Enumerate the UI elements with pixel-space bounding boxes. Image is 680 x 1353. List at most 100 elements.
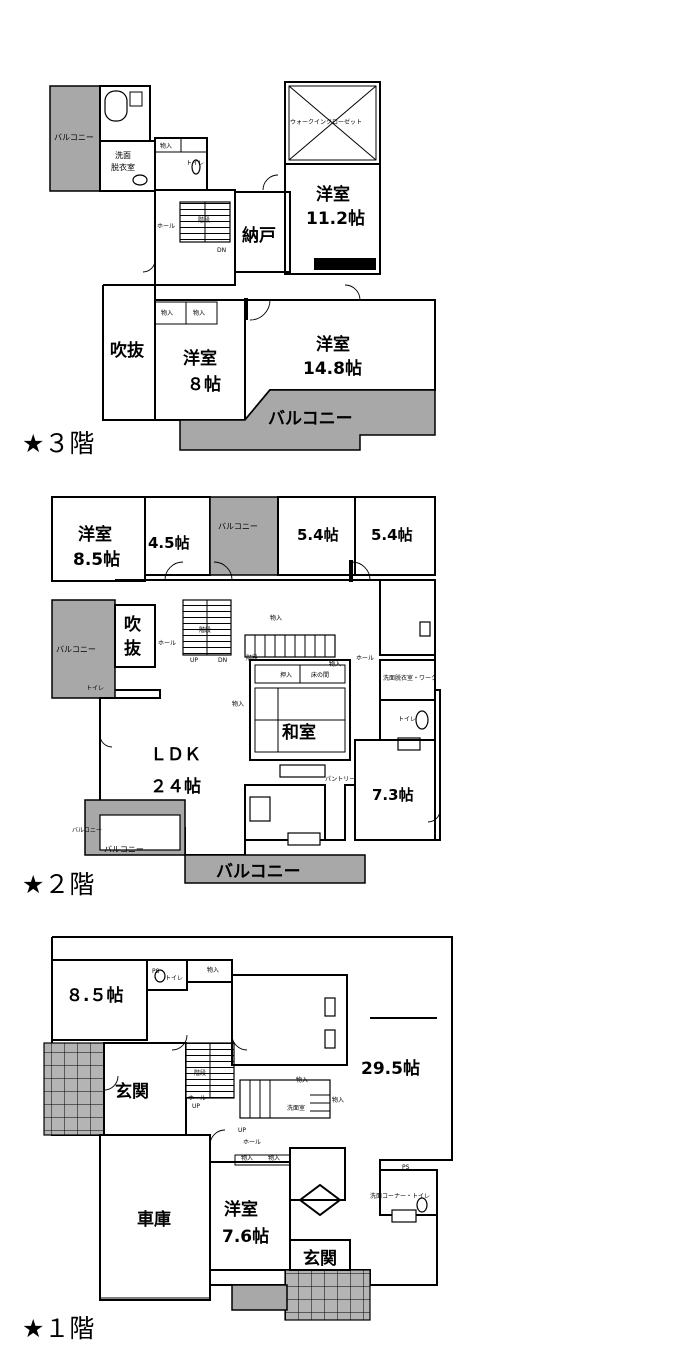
genkan-1f-right-tiles (284, 1269, 371, 1321)
label-1f-washroom: 洗面室 (287, 1104, 305, 1112)
label-1f-storage2: 物入 (296, 1076, 308, 1084)
label-1f-storage4: 物入 (241, 1154, 253, 1162)
label-3f-nando: 納戸 (242, 225, 276, 246)
balcony-3f-left (49, 85, 101, 192)
balcony-2f-left (51, 599, 116, 699)
label-3f-storage-b: 物入 (193, 309, 205, 317)
label-1f-storage3: 物入 (332, 1096, 344, 1104)
label-1f-washroom-toilet: 洗面コーナー・トイレ (370, 1192, 430, 1200)
label-1f-room-85: ８.５帖 (66, 985, 123, 1006)
room-1f-8-5 (51, 959, 148, 1041)
label-3f-balcony-bottom: バルコニー (268, 409, 353, 429)
floor-1 (43, 936, 453, 1321)
label-2f-washroom: 洗面脱衣室・ワーク (383, 674, 437, 682)
floor-2 (51, 496, 441, 884)
label-3f-western-148-b: 14.8帖 (303, 358, 362, 379)
balcony-3f-bottom (179, 389, 436, 451)
label-2f-room-54a: 5.4帖 (297, 526, 339, 544)
label-2f-western-85-a: 洋室 (78, 524, 112, 545)
label-1f-genkan-right: 玄関 (303, 1248, 337, 1269)
room-3f-western-11-2 (284, 163, 381, 275)
label-3f-western-112-b: 11.2帖 (306, 208, 365, 229)
label-1f-up: UP (192, 1103, 200, 1110)
label-2f-fukinuke-2: 抜 (124, 638, 142, 659)
nando-3f (234, 191, 291, 273)
label-3f-storage: 物入 (160, 142, 172, 150)
label-3f-western-112-a: 洋室 (316, 184, 350, 205)
label-1f-storage5: 物入 (268, 1154, 280, 1162)
label-1f-up2: UP (238, 1127, 246, 1134)
genkan-1f-right (289, 1239, 351, 1271)
label-2f-hall-left: ホール (158, 640, 176, 647)
label-2f-room-54b: 5.4帖 (371, 526, 413, 544)
label-3f-walk-in: ウォークインクローゼット (290, 118, 362, 126)
label-2f-oshiire: 押入 (280, 671, 292, 679)
label-3f-storage-a: 物入 (161, 309, 173, 317)
label-2f-fukinuke-1: 吹 (124, 614, 142, 635)
label-1f-storage1: 物入 (207, 966, 219, 974)
label-2f-stairs-small: 階段 (246, 654, 258, 662)
label-2f-balcony-small-a: バルコニー (72, 827, 102, 834)
label-1f-garage: 車庫 (137, 1209, 171, 1230)
label-2f-storage1: 物入 (270, 614, 282, 622)
balcony-2f-bottom (184, 854, 366, 884)
label-3f-western-148-a: 洋室 (316, 334, 350, 355)
label-2f-balcony-bottom: バルコニー (216, 862, 301, 882)
label-2f-balcony-left: バルコニー (56, 645, 96, 654)
label-2f-ldk-1: ＬＤＫ (150, 745, 201, 765)
label-1f-hall2: ホール (243, 1139, 261, 1146)
label-3f-western-8-a: 洋室 (183, 348, 217, 369)
label-3f-utility-2: 脱衣室 (111, 162, 135, 172)
label-2f-storage2: 物入 (329, 660, 341, 668)
label-1f-ps: PS (152, 968, 160, 975)
room-2f-7-3 (354, 739, 436, 841)
label-2f-ldk-2: ２４帖 (150, 776, 201, 797)
room-2f-5-4b (354, 496, 436, 576)
label-2f-balcony-small-b: バルコニー (104, 845, 144, 854)
label-1f-ps2: PS (402, 1164, 410, 1171)
label-2f-tokonoma: 床の間 (311, 671, 329, 679)
label-2f-western-85-b: 8.5帖 (73, 549, 120, 570)
stairs-1f-right (239, 1079, 331, 1119)
floor-3 (49, 81, 436, 451)
label-3f-hall: ホール (157, 223, 175, 230)
label-1f-toilet: トイレ (165, 975, 183, 982)
label-2f-toilet-right: トイレ (398, 716, 416, 723)
label-3f-utility-1: 洗面 (115, 150, 131, 160)
room-1f-western-7-6 (209, 1161, 291, 1271)
label-3f-stairs: 階段 (198, 216, 210, 224)
room-2f-right-top (379, 579, 436, 656)
label-2f-pantry: パントリー (325, 776, 355, 783)
label-1f-room-295: 29.5帖 (361, 1058, 420, 1079)
label-3f-down: DN (217, 247, 226, 254)
floor-label-1f: ★１階 (22, 1314, 94, 1343)
floor-label-2f: ★２階 (22, 870, 94, 899)
label-1f-western-76-b: 7.6帖 (222, 1226, 269, 1247)
label-2f-stairs: 階段 (199, 626, 211, 634)
label-3f-fukinuke: 吹抜 (110, 340, 145, 361)
label-2f-room-73: 7.3帖 (372, 786, 414, 804)
fukinuke-2f (114, 604, 156, 668)
label-3f-toilet: トイレ (186, 160, 204, 167)
balcony-2f-top (209, 496, 279, 576)
label-3f-western-8-b: ８帖 (187, 374, 221, 395)
stairs-2f-center (244, 634, 336, 658)
label-1f-western-76-a: 洋室 (224, 1199, 258, 1220)
label-2f-room-45: 4.5帖 (148, 534, 190, 552)
label-1f-genkan-left: 玄関 (115, 1081, 149, 1102)
label-2f-balcony-top: バルコニー (218, 522, 258, 531)
label-2f-storage3: 物入 (232, 700, 244, 708)
label-2f-toilet-left: トイレ (86, 685, 104, 692)
label-2f-up: UP (190, 657, 198, 664)
washitsu-2f (249, 659, 351, 761)
label-1f-hall: ホール (188, 1095, 206, 1102)
label-2f-hall-right: ホール (356, 655, 374, 662)
label-2f-down: DN (218, 657, 227, 664)
label-3f-balcony-left: バルコニー (54, 133, 94, 142)
floor-label-3f: ★３階 (22, 429, 94, 458)
label-1f-stairs: 階段 (194, 1069, 206, 1077)
genkan-1f-left-tiles (43, 1042, 105, 1136)
label-2f-washitsu: 和室 (282, 722, 316, 743)
kitchen-2f (244, 784, 326, 841)
